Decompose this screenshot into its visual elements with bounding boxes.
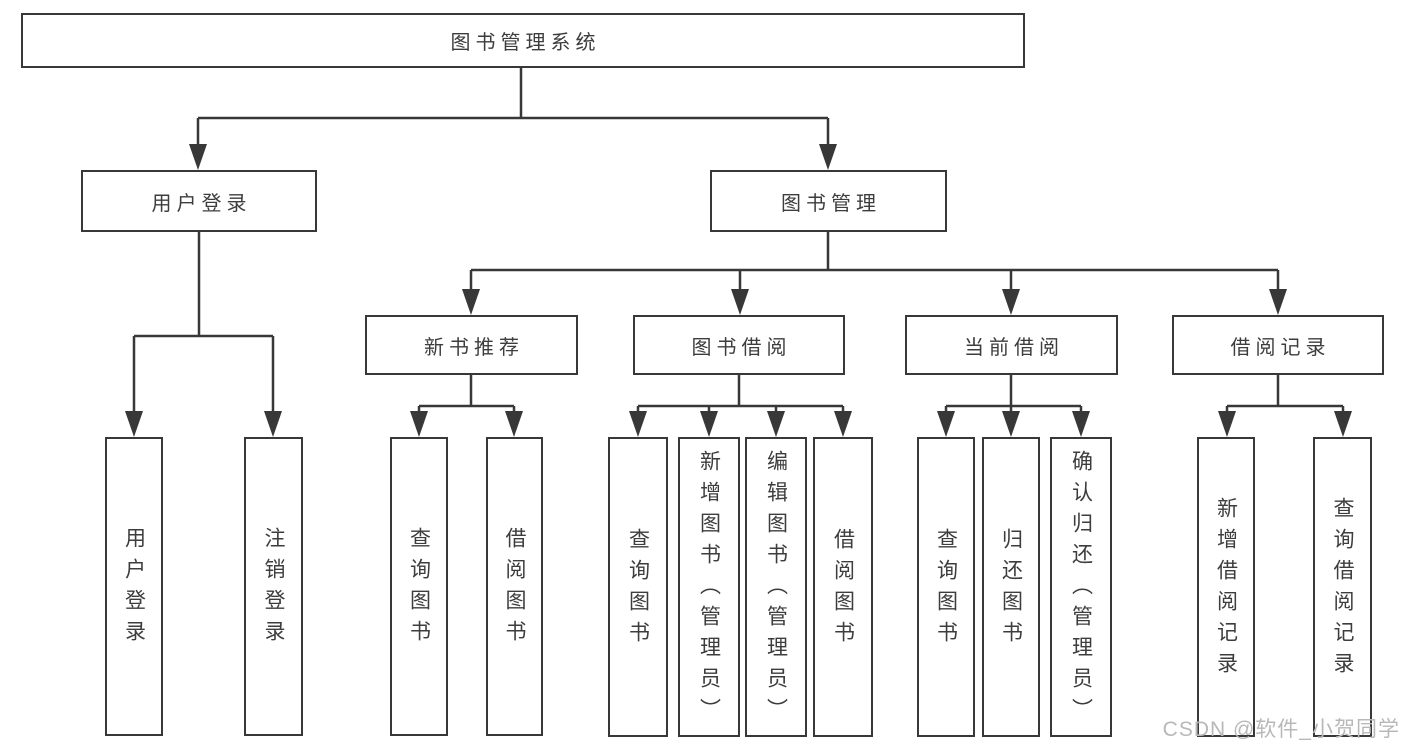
node-user-login: 用户登录 — [81, 170, 317, 232]
node-bb-edit-books-admin: 编辑图书（管理员） — [745, 437, 807, 737]
node-bb-borrow-books: 借阅图书 — [813, 437, 873, 737]
node-ul-user-login: 用户登录 — [105, 437, 163, 736]
node-nb-query-books: 查询图书 — [390, 437, 448, 736]
node-cb-return-books: 归还图书 — [982, 437, 1040, 737]
node-bb-query-books: 查询图书 — [608, 437, 668, 737]
node-cb-query-books: 查询图书 — [917, 437, 975, 737]
node-br-add-record: 新增借阅记录 — [1197, 437, 1255, 737]
node-new-book-recommend: 新书推荐 — [365, 315, 578, 375]
node-current-borrow: 当前借阅 — [905, 315, 1118, 375]
node-cb-confirm-return-admin: 确认归还（管理员） — [1050, 437, 1112, 737]
node-br-query-record: 查询借阅记录 — [1313, 437, 1372, 737]
node-book-borrow: 图书借阅 — [633, 315, 845, 375]
node-nb-borrow-books: 借阅图书 — [486, 437, 543, 736]
node-borrow-record: 借阅记录 — [1172, 315, 1384, 375]
node-ul-logout: 注销登录 — [244, 437, 303, 736]
node-root-library-system: 图书管理系统 — [21, 13, 1025, 68]
node-book-management: 图书管理 — [710, 170, 947, 232]
csdn-watermark: CSDN @软件_小贺同学 — [1162, 718, 1400, 741]
arrowheads — [125, 144, 1352, 437]
node-bb-add-books-admin: 新增图书（管理员） — [678, 437, 740, 737]
